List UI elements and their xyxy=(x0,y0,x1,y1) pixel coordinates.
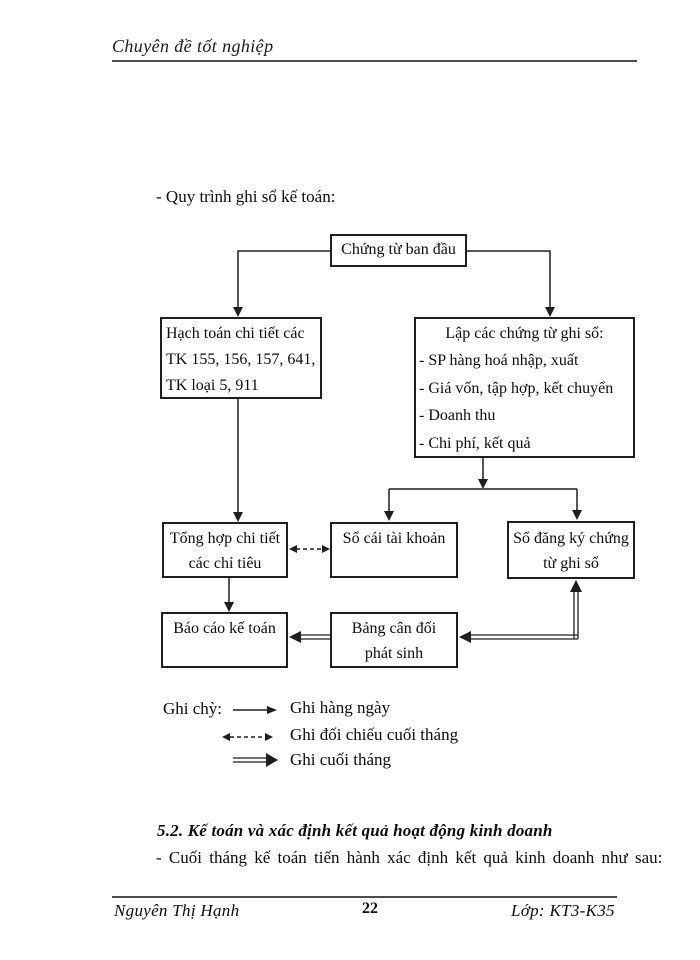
box-line: các chỉ tiêu xyxy=(188,555,262,572)
arrowhead xyxy=(289,631,301,643)
flowchart-box-hach-toan-chi-tiet: Hạch toán chi tiết các TK 155, 156, 157,… xyxy=(160,317,322,399)
arrowhead xyxy=(222,733,230,741)
arrowhead xyxy=(459,631,471,643)
flowchart-box-lap-cac-chung-tu: Lập các chứng từ ghi sổ: - SP hàng hoá n… xyxy=(414,317,635,458)
footer-page-number: 22 xyxy=(362,900,378,917)
box-item: - Giá vốn, tập hợp, kết chuyển xyxy=(419,379,614,397)
arrow-chungtu-to-lapcac xyxy=(467,250,551,309)
box-line: TK 155, 156, 157, 641, xyxy=(166,351,316,368)
box-line: phát sinh xyxy=(364,645,424,662)
arrowhead xyxy=(322,545,330,553)
box-label: Chứng từ ban đầu xyxy=(341,241,456,258)
legend-entry-daily: Ghi hàng ngày xyxy=(290,698,391,717)
box-item: - SP hàng hoá nhập, xuất xyxy=(419,352,579,369)
box-title: Lập các chứng từ ghi sổ: xyxy=(445,325,604,342)
arrowhead xyxy=(265,733,273,741)
arrowhead xyxy=(289,545,297,553)
legend-entry-monthly: Ghi cuối tháng xyxy=(290,750,392,769)
arrowhead xyxy=(266,753,278,767)
box-item: - Doanh thu xyxy=(419,407,496,424)
arrowhead xyxy=(572,510,582,520)
intro-line: - Quy trình ghi sổ kế toán: xyxy=(156,187,336,206)
flowchart-box-bang-can-doi-phat-sinh: Bảng cân đối phát sinh xyxy=(330,612,458,668)
box-line: Tổng hợp chi tiết xyxy=(169,530,281,547)
arrowhead xyxy=(233,512,243,522)
arrowhead xyxy=(478,479,488,489)
box-line: Hạch toán chi tiết các xyxy=(166,325,305,342)
legend-label: Ghi chỳ: xyxy=(163,699,223,718)
flowchart-box-bao-cao-ke-toan: Báo cáo kế toán xyxy=(161,612,288,668)
footer-author: Nguyên Thị Hạnh xyxy=(114,901,240,920)
box-line: từ ghi sổ xyxy=(543,555,599,572)
box-line: Bảng cân đối xyxy=(351,620,437,637)
box-label: Báo cáo kế toán xyxy=(173,620,276,637)
flowchart-box-chung-tu-ban-dau: Chứng từ ban đầu xyxy=(330,234,467,267)
arrowhead xyxy=(545,307,555,317)
footer-rule xyxy=(112,896,617,898)
section-heading: 5.2. Kế toán và xác định kết quả hoạt độ… xyxy=(157,821,553,840)
arrowhead xyxy=(233,307,243,317)
body-paragraph: - Cuối tháng kế toán tiến hành xác định … xyxy=(156,848,663,867)
box-item: - Chi phí, kết quả xyxy=(419,434,531,452)
box-line: TK loại 5, 911 xyxy=(166,377,259,394)
page-header-title: Chuyên đề tốt nghiệp xyxy=(112,36,274,56)
flowchart-box-so-dang-ky-chung-tu: Sổ đăng ký chứng từ ghi sổ xyxy=(507,521,635,579)
arrowhead xyxy=(224,602,234,612)
box-label: Sổ cái tài khoản xyxy=(342,530,446,547)
arrowhead xyxy=(384,511,394,521)
footer-class-label: Lớp: KT3-K35 xyxy=(511,901,615,920)
legend-entry-reconcile-monthly: Ghi đối chiếu cuối tháng xyxy=(290,725,459,744)
arrowhead xyxy=(267,706,277,714)
arrowhead xyxy=(570,580,582,592)
arrow-chungtu-to-hachtoan xyxy=(237,250,330,309)
flowchart-box-tong-hop-chi-tiet: Tổng hợp chi tiết các chỉ tiêu xyxy=(162,522,288,578)
box-line: Sổ đăng ký chứng xyxy=(513,530,629,547)
header-rule xyxy=(112,60,637,62)
flowchart-box-so-cai-tai-khoan: Sổ cái tài khoản xyxy=(330,522,458,578)
